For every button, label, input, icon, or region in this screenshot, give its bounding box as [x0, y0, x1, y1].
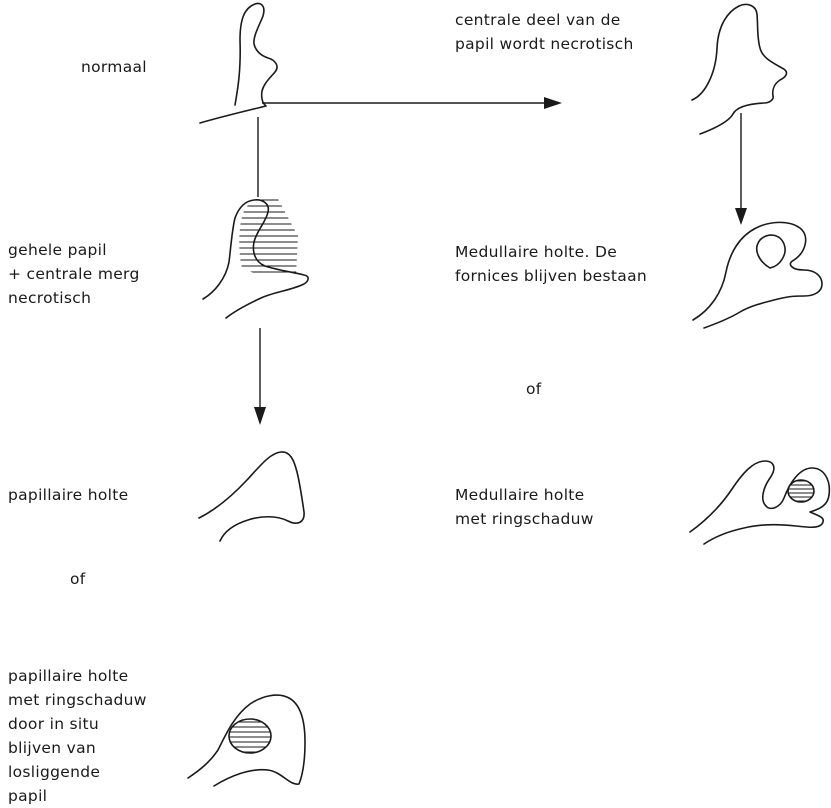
shape-medullary-ring: [690, 461, 829, 544]
shape-medullary-cavity: [693, 222, 822, 328]
shape-normal-papilla: [200, 4, 277, 124]
ring-shadow-medullary: [788, 480, 814, 502]
arrow-normal-to-central: [262, 97, 562, 109]
arrow-central-to-medullary: [735, 113, 747, 225]
shape-papillary-ring: [188, 695, 305, 786]
ring-shadow-papillary: [229, 719, 271, 753]
shape-medullary-fornix: [757, 235, 785, 268]
shape-central-necrosis: [692, 4, 786, 134]
shape-papillary-cavity: [199, 452, 304, 541]
arrow-whole-to-papillary: [254, 328, 266, 425]
hatch-whole: [230, 200, 310, 272]
